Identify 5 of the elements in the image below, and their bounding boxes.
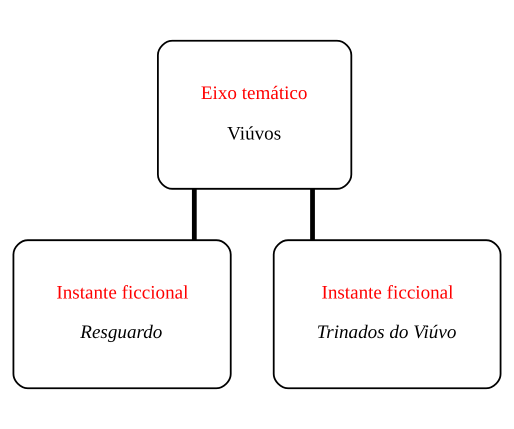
node-box: Instante ficcional Resguardo: [12, 239, 232, 390]
node-box: Eixo temático Viúvos: [157, 40, 352, 190]
connector: [192, 189, 197, 240]
connector: [310, 189, 315, 240]
node-box: Instante ficcional Trinados do Viúvo: [272, 239, 502, 390]
